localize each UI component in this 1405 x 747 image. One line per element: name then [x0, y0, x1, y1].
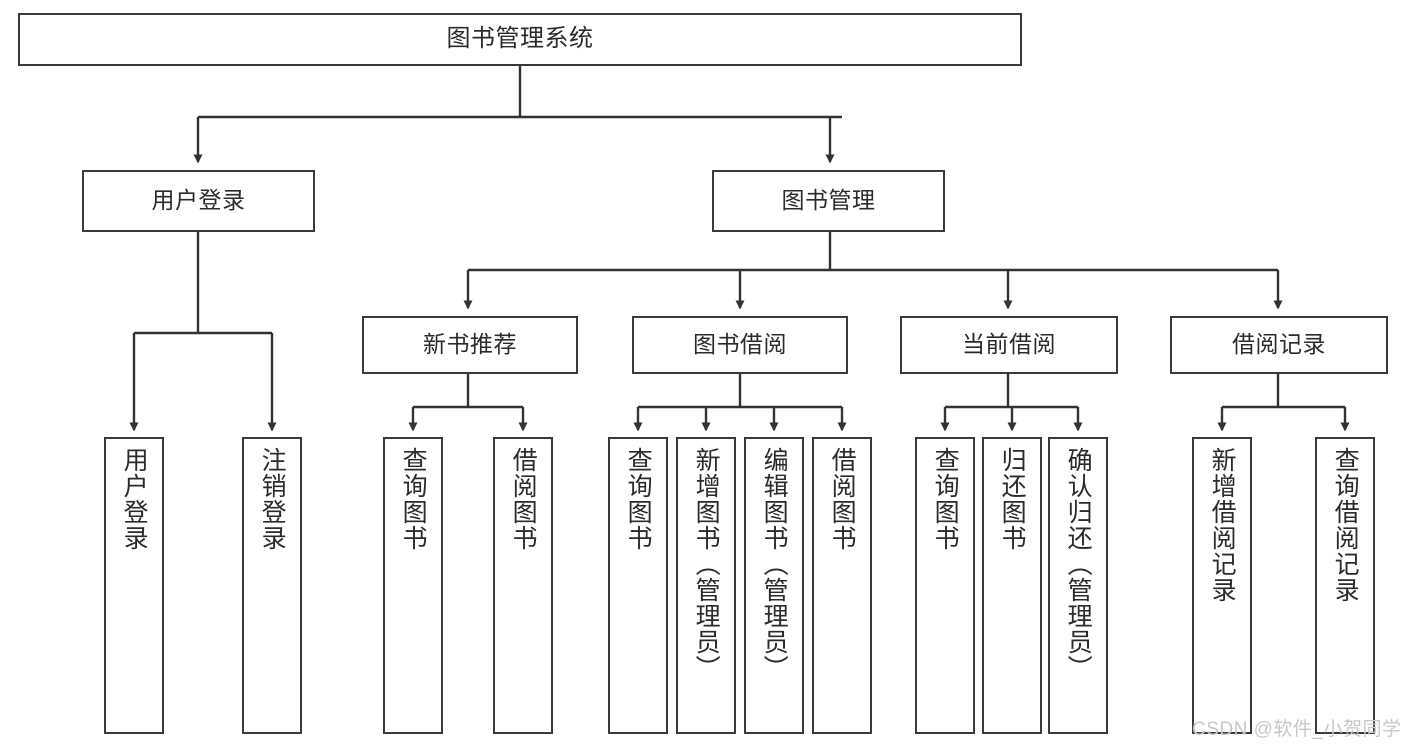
node-leaf-add-book[interactable]: 新增图书（管理员）: [676, 437, 736, 734]
node-leaf-query-book-recommend[interactable]: 查询图书: [383, 437, 443, 734]
node-leaf-user-login[interactable]: 用户登录: [104, 437, 164, 734]
node-label: 借阅图书: [828, 447, 857, 551]
node-label: 新增图书（管理员）: [692, 447, 721, 681]
node-label: 图书管理: [781, 187, 876, 214]
node-label: 当前借阅: [962, 331, 1056, 358]
node-label: 用户登录: [120, 447, 149, 551]
node-label: 注销登录: [258, 447, 287, 551]
node-book-borrow[interactable]: 图书借阅: [632, 316, 848, 374]
node-user-login[interactable]: 用户登录: [82, 170, 315, 232]
node-label: 用户登录: [151, 187, 246, 214]
node-label: 新增借阅记录: [1208, 447, 1237, 603]
node-label: 查询图书: [399, 447, 428, 551]
node-label: 查询图书: [931, 447, 960, 551]
node-leaf-borrow-book[interactable]: 借阅图书: [812, 437, 872, 734]
node-label: 图书管理系统: [446, 25, 594, 53]
node-label: 归还图书: [998, 447, 1027, 551]
node-leaf-query-book-borrow[interactable]: 查询图书: [608, 437, 668, 734]
node-leaf-confirm-return[interactable]: 确认归还（管理员）: [1048, 437, 1108, 734]
node-current-borrow[interactable]: 当前借阅: [900, 316, 1118, 374]
node-label: 借阅图书: [509, 447, 538, 551]
node-root-book-management-system[interactable]: 图书管理系统: [18, 13, 1022, 66]
node-label: 新书推荐: [423, 331, 517, 358]
node-label: 借阅记录: [1232, 331, 1326, 358]
node-label: 图书借阅: [693, 331, 787, 358]
csdn-watermark: CSDN @软件_小贺同学: [1192, 719, 1402, 740]
node-leaf-query-book-current[interactable]: 查询图书: [915, 437, 975, 734]
node-leaf-return-book[interactable]: 归还图书: [982, 437, 1042, 734]
node-new-book-recommend[interactable]: 新书推荐: [362, 316, 578, 374]
node-book-management[interactable]: 图书管理: [712, 170, 945, 232]
node-label: 确认归还（管理员）: [1064, 447, 1093, 681]
node-label: 查询图书: [624, 447, 653, 551]
node-label: 查询借阅记录: [1331, 447, 1360, 603]
node-label: 编辑图书（管理员）: [760, 447, 789, 681]
node-leaf-edit-book[interactable]: 编辑图书（管理员）: [744, 437, 804, 734]
node-borrow-record[interactable]: 借阅记录: [1170, 316, 1388, 374]
node-leaf-borrow-book-recommend[interactable]: 借阅图书: [493, 437, 553, 734]
node-leaf-add-borrow-record[interactable]: 新增借阅记录: [1192, 437, 1252, 734]
node-leaf-query-borrow-record[interactable]: 查询借阅记录: [1315, 437, 1375, 734]
node-leaf-logout-login[interactable]: 注销登录: [242, 437, 302, 734]
